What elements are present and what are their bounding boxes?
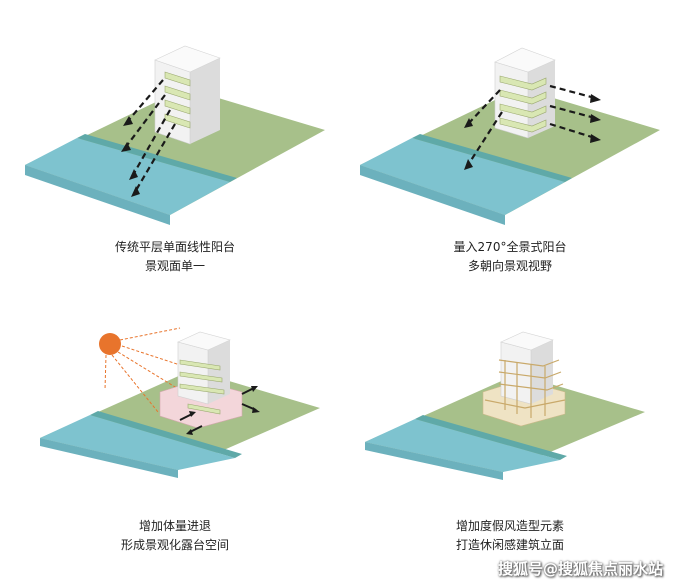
- building-roof: [177, 331, 231, 351]
- diagram-panel-2: [350, 20, 670, 230]
- water-edge: [77, 134, 237, 182]
- water-depth: [40, 438, 178, 478]
- building-roof: [494, 47, 556, 73]
- building-side: [190, 58, 220, 144]
- site-diagram-linear-balcony: [25, 45, 325, 225]
- site-diagram-panoramic-balcony: [360, 47, 660, 225]
- arrow-heads: [121, 116, 140, 197]
- diagram-panel-4: [355, 330, 665, 480]
- caption-panel-2: 量入270°全景式阳台 多朝向景观视野: [390, 238, 630, 276]
- site-diagram-resort-facade: [365, 331, 645, 480]
- caption-line-1: 量入270°全景式阳台: [453, 240, 567, 254]
- wraparound-balconies: [499, 75, 547, 133]
- building-roof: [154, 45, 221, 73]
- sun-icon: [99, 333, 121, 355]
- water-strip: [365, 419, 560, 472]
- caption-line-1: 增加体量进退: [138, 519, 211, 533]
- water-strip: [360, 138, 565, 215]
- water-depth: [360, 165, 505, 225]
- building-side: [208, 340, 230, 404]
- building-side: [531, 340, 553, 404]
- water-strip: [40, 415, 235, 470]
- water-depth: [365, 442, 503, 480]
- caption-line-2: 形成景观化露台空间: [120, 538, 229, 552]
- sun-rays: [104, 327, 181, 413]
- caption-line-2: 打造休闲感建筑立面: [455, 538, 564, 552]
- resort-frame-elements: [484, 359, 566, 418]
- water-strip: [25, 138, 230, 215]
- arrow-heads: [464, 94, 601, 170]
- diagram-panel-1: [15, 20, 335, 230]
- arrow-heads: [186, 386, 260, 435]
- stepped-balconies: [179, 359, 225, 415]
- water-edge: [415, 415, 567, 460]
- building-front: [154, 59, 191, 145]
- caption-panel-4: 增加度假风造型元素 打造休闲感建筑立面: [390, 517, 630, 555]
- source-watermark: 搜狐号@搜狐焦点丽水站: [497, 560, 663, 578]
- site-diagram-terraces: [40, 327, 320, 478]
- diagram-panel-3: [30, 320, 340, 480]
- caption-line-1: 增加度假风造型元素: [455, 519, 564, 533]
- caption-line-1: 传统平层单面线性阳台: [114, 240, 235, 254]
- caption-panel-3: 增加体量进退 形成景观化露台空间: [55, 517, 295, 555]
- water-depth: [25, 165, 170, 225]
- building-roof: [500, 331, 554, 351]
- caption-panel-1: 传统平层单面线性阳台 景观面单一: [55, 238, 295, 276]
- caption-line-2: 多朝向景观视野: [467, 259, 552, 273]
- water-edge: [90, 411, 242, 458]
- view-arrows: [467, 84, 596, 166]
- caption-line-2: 景观面单一: [144, 259, 205, 273]
- water-edge: [412, 134, 572, 182]
- view-arrows: [124, 79, 176, 193]
- linear-balconies: [164, 71, 191, 129]
